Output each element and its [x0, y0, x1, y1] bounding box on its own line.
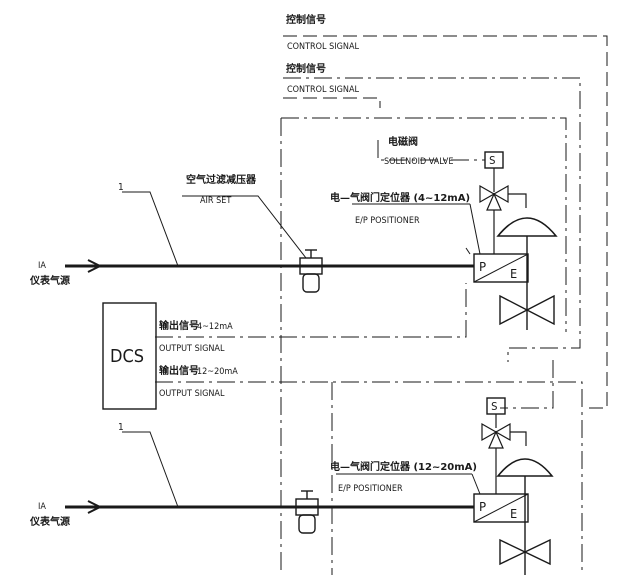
- solenoid-signal-line: [377, 140, 485, 161]
- air-set-leader: [182, 195, 307, 259]
- right-dash-line: [500, 360, 554, 409]
- solenoid-1-symbol: S: [489, 154, 496, 167]
- positioner-1-en: E/P POSITIONER: [355, 216, 420, 226]
- output2-range: 12~20mA: [197, 367, 238, 377]
- ia-label-2: IA: [38, 502, 46, 512]
- control-signal-1-en: CONTROL SIGNAL: [287, 42, 360, 52]
- air-set-cn: 空气过滤减压器: [186, 173, 257, 186]
- output2-en: OUTPUT SIGNAL: [159, 389, 225, 399]
- positioner-1-e: E: [510, 267, 517, 281]
- control-signal-line-2: [283, 97, 381, 108]
- control-signal-line-2b: [283, 77, 581, 362]
- solenoid-valve-cn: 电磁阀: [388, 135, 418, 148]
- positioner-2-cn: 电—气阀门定位器 (12~20mA): [330, 460, 477, 473]
- ia-label-1: IA: [38, 261, 46, 271]
- positioner-2-p: P: [479, 500, 486, 514]
- output1-range: 4~12mA: [197, 322, 233, 332]
- air-set-2: [295, 490, 319, 534]
- ia-cn-2: 仪表气源: [29, 515, 70, 528]
- line-number-leader-2: [122, 431, 179, 508]
- control-signal-2-cn: 控制信号: [286, 62, 326, 75]
- control-signal-1-cn: 控制信号: [286, 13, 326, 26]
- control-signal-line-1: [283, 35, 608, 409]
- positioner-1-cn: 电—气阀门定位器 (4~12mA): [330, 191, 470, 204]
- ia-arrow-1: [87, 259, 103, 273]
- solenoid-2-symbol: S: [491, 400, 498, 413]
- actuator-1: [496, 217, 558, 237]
- line-number-leader-1: [122, 191, 179, 267]
- control-signal-2-en: CONTROL SIGNAL: [287, 85, 360, 95]
- output-signal-1-line: [155, 283, 467, 338]
- dcs-label: DCS: [110, 346, 144, 367]
- line-number-2: 1: [118, 422, 124, 433]
- positioner-1: [473, 253, 529, 283]
- line-number-1: 1: [118, 182, 124, 193]
- positioner-2-en: E/P POSITIONER: [338, 484, 403, 494]
- positioner-2-e: E: [510, 507, 517, 521]
- dcs-box: [102, 302, 157, 410]
- output1-cn: 输出信号: [159, 319, 199, 332]
- air-set-1: [299, 249, 323, 293]
- valve-body-2: [499, 538, 551, 566]
- output-signal-2-line: [155, 381, 583, 575]
- air-set-en: AIR SET: [200, 196, 231, 206]
- enclosure-line: [281, 117, 567, 332]
- output1-en: OUTPUT SIGNAL: [159, 344, 225, 354]
- ia-cn-1: 仪表气源: [29, 274, 70, 287]
- solenoid-valve-en: SOLENOID VALVE: [384, 157, 453, 167]
- output2-cn: 输出信号: [159, 364, 199, 377]
- positioner-2: [473, 493, 529, 523]
- positioner-1-p: P: [479, 260, 486, 274]
- actuator-2: [496, 458, 554, 477]
- valve-body-1: [499, 294, 555, 326]
- ia-arrow-2: [87, 500, 103, 514]
